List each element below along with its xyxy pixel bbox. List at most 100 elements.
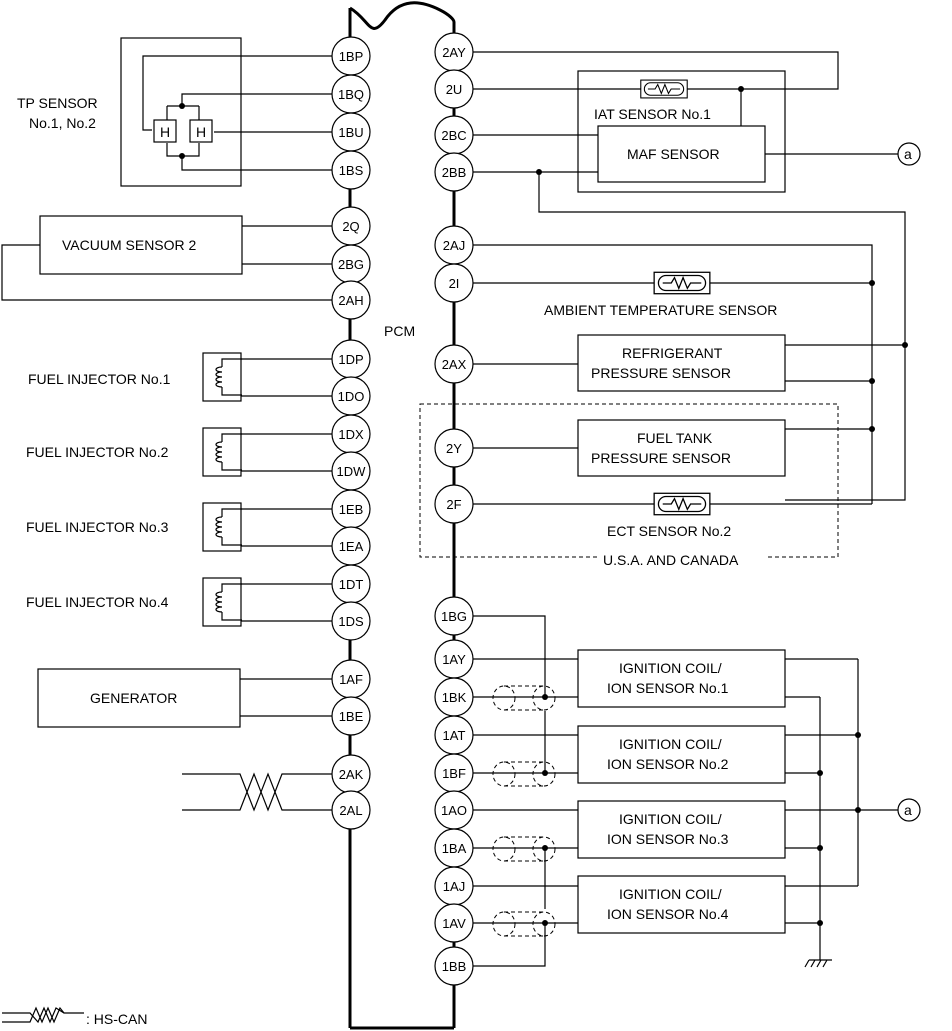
pin-label: 2Y [446,441,462,456]
hs-can-twisted-pair [182,772,332,812]
pin-2f: 2F [434,484,474,524]
hall-element-2 [189,119,213,143]
fuel-injector-label: FUEL INJECTOR No.2 [26,444,169,460]
pin-1ay: 1AY [434,639,474,679]
pin-1ao: 1AO [434,790,474,830]
iat-sensor-label: IAT SENSOR No.1 [594,106,711,122]
hall-element-1 [153,119,177,143]
vacuum-sensor-label: VACUUM SENSOR 2 [62,237,197,253]
pin-label: 2AJ [443,238,465,253]
ignition-coil-label-2: IGNITION COIL/ [619,736,722,752]
pin-label: 1AJ [443,879,465,894]
ion-sensor-label: ION SENSOR No.4 [607,906,729,922]
pin-1aj: 1AJ [434,866,474,906]
ignition-coil-1: IGNITION COIL/ ION SENSOR No.1 [473,649,858,708]
fuel-injector-label: FUEL INJECTOR No.4 [26,594,169,610]
ignition-coil-2: IGNITION COIL/ ION SENSOR No.2 [473,725,858,784]
pin-2u: 2U [434,69,474,109]
pin-1bk: 1BK [434,677,474,717]
fuel-injector-label: FUEL INJECTOR No.1 [28,371,171,387]
pin-label: 1BG [441,609,467,624]
pin-circle [331,601,371,641]
pin-circle [434,484,474,524]
shield-wiring [473,615,556,967]
pin-label: 1AV [442,916,466,931]
pin-2bc: 2BC [434,115,474,155]
pin-label: 1DW [337,464,367,479]
pin-1bf: 1BF [434,753,474,793]
pin-circle [331,790,371,830]
pin-1dp: 1DP [331,339,371,379]
pin-label: 1BB [442,959,467,974]
region-label-bg [600,551,765,563]
pin-label: 1EA [339,539,364,554]
pin-label: 1BS [339,163,364,178]
pin-2al: 2AL [331,790,371,830]
right-pin-column: 2AY2U2BC2BB2AJ2I2AX2Y2F1BG1AY1BK1AT1BF1A… [434,32,474,986]
pin-circle [434,596,474,636]
pin-label: 1AO [441,803,467,818]
tp-sensor-label: TP SENSOR [17,95,98,111]
pin-label: 2AH [338,293,363,308]
pin-2ay: 2AY [434,32,474,72]
pin-label: 1AT [443,728,466,743]
fuel-injector-1: FUEL INJECTOR No.1 [28,352,332,402]
hall-label-1: H [160,124,170,140]
pin-label: 1BU [338,125,363,140]
pin-circle [434,903,474,943]
ion-sensor-label: ION SENSOR No.2 [607,756,729,772]
pin-2i: 2I [434,263,474,303]
pin-label: 2F [446,497,461,512]
pin-label: 1BF [442,766,466,781]
pin-label: 1DT [339,577,364,592]
pin-1bq: 1BQ [331,74,371,114]
pin-label: 2AY [442,45,466,60]
pin-1ba: 1BA [434,828,474,868]
pin-1eb: 1EB [331,489,371,529]
ignition-coil-3: IGNITION COIL/ ION SENSOR No.3 [473,800,858,859]
pin-1bu: 1BU [331,112,371,152]
hs-can-legend: : HS-CAN [2,1006,147,1027]
pin-1bg: 1BG [434,596,474,636]
pin-label: 2BB [442,165,467,180]
pin-1dw: 1DW [331,451,371,491]
pin-label: 2AK [339,767,364,782]
ambient-sensor-label: AMBIENT TEMPERATURE SENSOR [544,302,777,318]
pin-label: 2U [446,82,463,97]
pin-1ea: 1EA [331,526,371,566]
pin-label: 2Q [342,219,359,234]
usa-canada-label: U.S.A. AND CANADA [603,552,739,568]
pin-2y: 2Y [434,428,474,468]
pin-2bb: 2BB [434,152,474,192]
pin-label: 1DS [338,614,364,629]
pin-1dt: 1DT [331,564,371,604]
pin-1af: 1AF [331,659,371,699]
pin-label: 1AY [442,652,466,667]
pin-label: 1EB [339,502,364,517]
pin-circle [434,69,474,109]
fuel-tank-label-2: PRESSURE SENSOR [591,450,731,466]
pin-label: 2BG [338,257,364,272]
fuel-injector-label: FUEL INJECTOR No.3 [26,519,169,535]
pin-2ah: 2AH [331,280,371,320]
pin-circle [434,428,474,468]
hs-can-legend-label: : HS-CAN [86,1011,147,1027]
pin-circle [331,280,371,320]
pin-label: 2I [449,276,460,291]
fuel-injector-2: FUEL INJECTOR No.2 [26,427,332,477]
generator-label: GENERATOR [90,690,177,706]
pin-circle [434,152,474,192]
fuel-injector-3: FUEL INJECTOR No.3 [26,502,332,552]
pin-label: 1DP [338,352,363,367]
ignition-coil-4: IGNITION COIL/ ION SENSOR No.4 [473,875,858,934]
iat-maf-assembly: IAT SENSOR No.1 MAF SENSOR [473,51,906,501]
pin-2aj: 2AJ [434,225,474,265]
pin-label: 1BQ [338,87,364,102]
pin-label: 1BE [339,709,364,724]
pin-1at: 1AT [434,715,474,755]
refrigerant-label-2: PRESSURE SENSOR [591,365,731,381]
pin-circle [331,696,371,736]
pin-label: 1DX [338,427,364,442]
hall-label-2: H [196,124,206,140]
